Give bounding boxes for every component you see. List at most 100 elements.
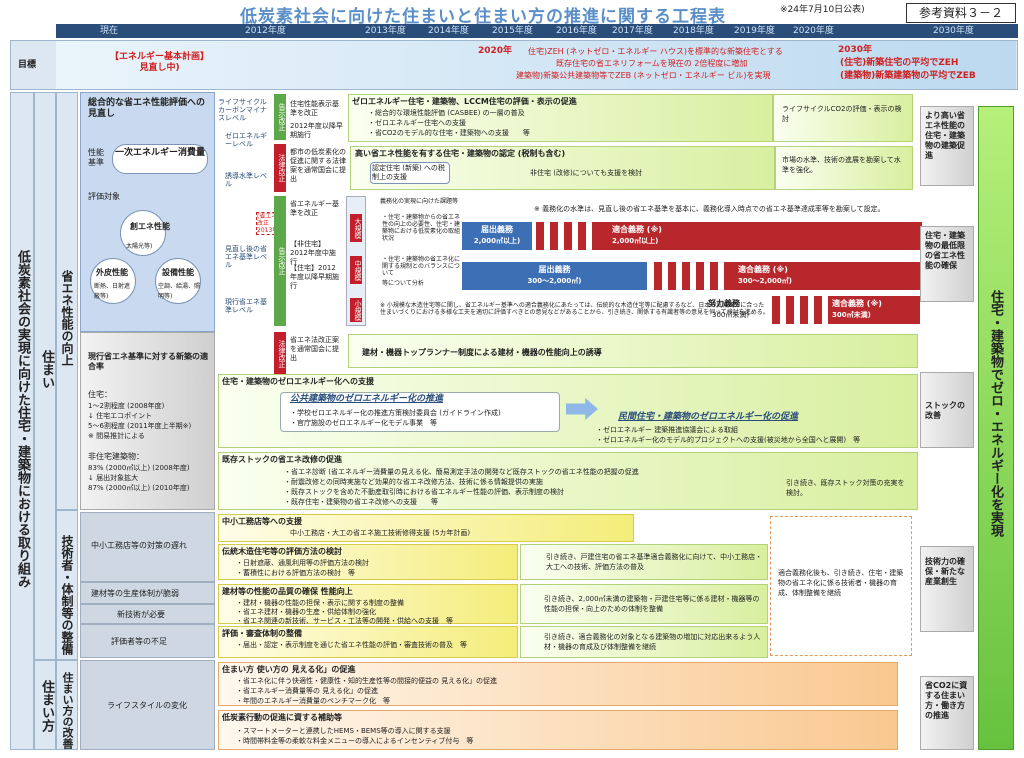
tech-c-item: ・省エネ建材・機器の生産・供給体制の強化 bbox=[236, 608, 376, 616]
tech-issue-2: 建材等の生産体制が脆弱 bbox=[80, 582, 215, 604]
present-line: 5～6割程度 (2011年度上半期※) bbox=[88, 422, 192, 430]
doryoku-range: 300㎡未満) bbox=[712, 311, 750, 319]
tech-band-c2 bbox=[520, 584, 768, 624]
lifecycle-level: ライフサイクルカーボンマイナスレベル bbox=[218, 98, 267, 122]
row4-note: 省エネ法改正案を通常国会に提出 bbox=[290, 336, 339, 362]
row3-note: 【非住宅】2012年度中施行 bbox=[290, 240, 336, 266]
tech-future-box bbox=[770, 516, 912, 656]
outcome-2: 住宅・建築物の最低限の省エネ性能の確保 bbox=[920, 226, 974, 302]
outcome-4: 技術力の確保・新たな産業創生 bbox=[920, 546, 974, 632]
kijun-label: 性能基準 bbox=[88, 148, 104, 167]
page-title: 低炭素社会に向けた住まいと住まい方の推進に関する工程表 bbox=[240, 7, 726, 27]
kokuji-tag: 告示改正 bbox=[274, 94, 286, 140]
tech-band-d2 bbox=[520, 626, 768, 658]
yudo-level: 誘導水準レベル bbox=[225, 172, 267, 188]
row3-note: 【住宅】2012年度以降早期施行 bbox=[290, 264, 339, 290]
present-heading: 現行省エネ基準に対する新築の適合率 bbox=[88, 352, 208, 371]
publish-date: ※24年7月10日公表) bbox=[780, 5, 865, 15]
large-bar bbox=[578, 222, 586, 250]
tech-band-a bbox=[218, 514, 634, 542]
large-bar bbox=[536, 222, 544, 250]
large-bar bbox=[550, 222, 558, 250]
houritsu-tag-2: 法律改正 bbox=[274, 332, 286, 376]
issue-heading: 義務化の実現に向けた課題等 bbox=[380, 198, 459, 205]
sou-energy-sub: 太陽光等) bbox=[126, 243, 153, 250]
year-label: 2018年度 bbox=[673, 26, 714, 36]
tech-b-title: 伝統木造住宅等の評価方法の検討 bbox=[222, 547, 342, 556]
row4-title: 建材・機器トップランナー制度による建材・機器の性能向上の誘導 bbox=[362, 348, 602, 357]
kaizen-column bbox=[56, 660, 78, 750]
year-label: 2012年度 bbox=[245, 26, 286, 36]
sou-energy-circle bbox=[120, 210, 166, 256]
kizon-band bbox=[218, 452, 918, 510]
small-bar bbox=[800, 296, 808, 324]
mid-todoke-range: 300～2,000㎡) bbox=[527, 277, 582, 285]
life-a-title: 住まい方 使い方の 見える化」の促進 bbox=[222, 665, 356, 674]
kizon-item: ・耐震改修との同時実施など効果的な省エネ改修方法、技術に係る情報提供の実施 bbox=[284, 478, 543, 486]
kizon-item: ・既存ストックを含めた不動産取引時における省エネルギー性能の評価、表示制度の検討 bbox=[284, 488, 564, 496]
reference-label: 参考資料３－２ bbox=[906, 3, 1016, 23]
outcome-5: 省CO2に資する住まい方・働き方の推進 bbox=[920, 676, 974, 750]
private-item: ・ゼロエネルギー化のモデル的プロジェクトへの支援(被災地から全国へと展開) 等 bbox=[596, 436, 861, 444]
small-tekigo-bar: 適合義務 (※) 300㎡未満) bbox=[828, 296, 920, 324]
life-a-item: ・省エネルギー消費量等の 見える化」の促進 bbox=[236, 687, 379, 695]
tech-c-title: 建材等の性能の品質の確保 性能向上 bbox=[222, 587, 353, 596]
kizon-item: ・既存住宅・建築物の省エネ改修への支援 等 bbox=[284, 498, 438, 506]
public-title: 公共建築物のゼロエネルギー化の推進 bbox=[290, 394, 444, 404]
small-bar bbox=[814, 296, 822, 324]
setsubi-circle bbox=[155, 258, 201, 304]
tech-band-b bbox=[218, 544, 518, 580]
public-to-private-arrow bbox=[566, 398, 598, 420]
goal-label: 目標 bbox=[18, 60, 37, 70]
small-bar bbox=[786, 296, 794, 324]
present-line: ※ 間易推計による bbox=[88, 432, 145, 440]
row2-item: 非住宅 (改修)についても支援を検討 bbox=[530, 169, 643, 177]
gaihi-sub: 断熱、日射遮蔽等) bbox=[94, 283, 131, 300]
life-a-item: ・省エネ化に伴う快適性・健康性・知的生産性等の間接的便益の 見える化」の促進 bbox=[236, 677, 498, 685]
row1-right: ライフサイクルCO2の評価・表示の検討 bbox=[782, 105, 902, 123]
houritsu-tag: 法律改正 bbox=[274, 144, 286, 192]
taisho-label: 評価対象 bbox=[88, 192, 120, 201]
small-scale-tag: 小規模 bbox=[350, 298, 362, 322]
goal-2020-label: 2020年 bbox=[478, 46, 513, 56]
row1-band bbox=[348, 94, 773, 142]
lifestyle-label: ライフスタイルの変化 bbox=[80, 660, 215, 750]
current-level: 現行省エネ基準レベル bbox=[225, 298, 267, 314]
evaluation-heading: 総合的な省エネ性能評価への見直し bbox=[88, 98, 206, 119]
kizon-right: 引き続き、既存ストック対策の充実を検討。 bbox=[786, 479, 905, 497]
tech-b-item: ・日射遮蔽、通風利用等の評価方法の検討 bbox=[236, 559, 369, 567]
gaihi-label: 外皮性能 bbox=[96, 268, 128, 277]
present-panel bbox=[80, 332, 215, 510]
row4-band bbox=[348, 334, 918, 368]
present-line: ↓ 届出対象拡大 bbox=[88, 474, 139, 482]
year-label: 2013年度 bbox=[365, 26, 406, 36]
large-scale-tag: 大規模 bbox=[350, 214, 362, 242]
large-todoke-range: 2,000㎡以上) bbox=[473, 237, 521, 245]
zeb-heading: 住宅・建築物のゼロエネルギー化への支援 bbox=[222, 377, 374, 386]
sou-energy-label: 創エネ性能 bbox=[130, 222, 170, 231]
gaihi-circle bbox=[90, 258, 136, 304]
mid-bar bbox=[654, 262, 662, 290]
present-line: 87% (2000㎡以上) (2010年度) bbox=[88, 484, 190, 492]
goal-2020-line: 住宅)ZEH (ネットゼロ・エネルギー ハウス)を標準的な新築住宅とする bbox=[528, 47, 783, 56]
doryoku-label: 努力義務 bbox=[708, 299, 740, 308]
row1-item: ・総合的な環境性能評価 (CASBEE) の一層の普及 bbox=[368, 109, 525, 117]
year-label: 2020年度 bbox=[793, 26, 834, 36]
row1-title: ゼロエネルギー住宅・建築物、LCCM住宅の評価・表示の促進 bbox=[352, 97, 577, 106]
present-line: ↓ 住宅エコポイント bbox=[88, 412, 153, 420]
row1-note: 2012年度以降早期施行 bbox=[290, 122, 343, 139]
row1-item: ・省CO2のモデル的な住宅・建築物への支援 等 bbox=[368, 129, 530, 137]
tech-band-d bbox=[218, 626, 518, 658]
mid-bar bbox=[668, 262, 676, 290]
large-todoke-arrow: 届出義務 2,000㎡以上) bbox=[462, 222, 532, 250]
goal-2020-line: 既存住宅の省エネリフォームを現在の 2倍程度に増加 bbox=[556, 59, 748, 68]
sumaikata-label: 住まい方 bbox=[39, 680, 54, 732]
mid-tekigo-range: 300～2,000㎡) bbox=[738, 277, 792, 285]
life-band-a bbox=[218, 662, 898, 706]
primary-energy-oval: 一次エネルギー消費量 bbox=[112, 144, 208, 174]
issue-item: ・住宅・建築物の省エネ化に関する規制とのバランスについて bbox=[382, 256, 461, 277]
life-b-item: ・スマートメーターと連携したHEMS・BEMS等の導入に関する支援 bbox=[236, 727, 451, 735]
tech-c-right: 引き続き、2,000㎡未満の建築物・戸建住宅等に係る建材・機器等の性能の担保・向… bbox=[544, 595, 760, 613]
goal-2020-line: 建築物)新築公共建築物等でZEB (ネットゼロ・エネルギー ビル)を実現 bbox=[516, 71, 771, 80]
large-tekigo-label: 適合義務 (※) bbox=[612, 225, 662, 234]
